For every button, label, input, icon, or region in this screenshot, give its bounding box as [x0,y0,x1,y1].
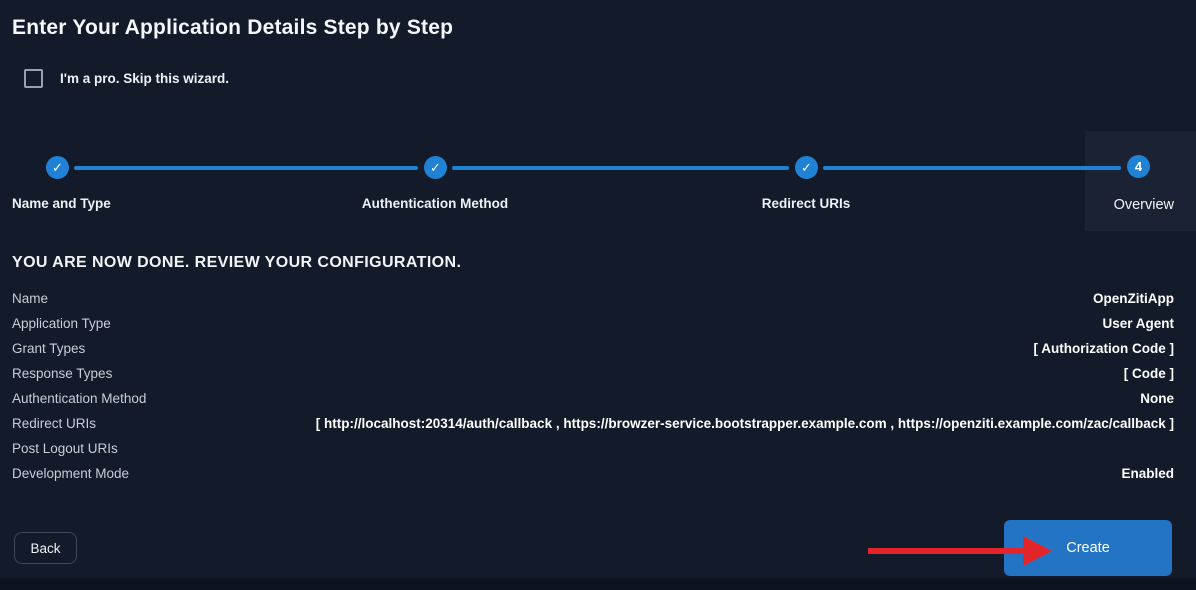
review-row-development-mode: Development Mode Enabled [0,461,1196,486]
skip-wizard-label: I'm a pro. Skip this wizard. [60,71,229,86]
row-value: OpenZitiApp [1093,291,1174,306]
review-row-post-logout-uris: Post Logout URIs [0,436,1196,461]
row-value: [ Code ] [1123,366,1174,381]
step-label-overview: Overview [1113,197,1174,213]
wizard-stepper: ✓ ✓ ✓ 4 Name and Type Authentication Met… [0,120,1196,232]
row-label: Redirect URIs [12,416,97,431]
row-label: Application Type [12,316,111,331]
step-number: 4 [1134,159,1143,174]
create-button[interactable]: Create [1004,520,1172,576]
row-value: None [1140,391,1174,406]
stepper-connector [74,166,418,170]
skip-wizard-checkbox[interactable] [24,69,43,88]
row-label: Name [12,291,49,306]
row-value: Enabled [1121,466,1174,481]
wizard-card: Enter Your Application Details Step by S… [0,16,1196,576]
step-label-authentication-method: Authentication Method [361,196,509,211]
review-heading: YOU ARE NOW DONE. REVIEW YOUR CONFIGURAT… [12,254,462,271]
row-value: [ http://localhost:20314/auth/callback ,… [315,416,1174,431]
review-row-redirect-uris: Redirect URIs [ http://localhost:20314/a… [0,411,1196,436]
row-label: Response Types [12,366,113,381]
step-1-circle[interactable]: ✓ [46,156,69,179]
check-icon: ✓ [801,160,812,175]
row-value: [ Authorization Code ] [1033,341,1174,356]
check-icon: ✓ [52,160,63,175]
row-label: Grant Types [12,341,86,356]
check-icon: ✓ [430,160,441,175]
step-2-circle[interactable]: ✓ [424,156,447,179]
review-row-name: Name OpenZitiApp [0,286,1196,311]
review-row-grant-types: Grant Types [ Authorization Code ] [0,336,1196,361]
stepper-connector [452,166,789,170]
step-3-circle[interactable]: ✓ [795,156,818,179]
row-label: Post Logout URIs [12,441,118,456]
row-label: Development Mode [12,466,130,481]
back-button[interactable]: Back [14,532,77,564]
step-label-redirect-uris: Redirect URIs [761,196,851,211]
skip-wizard-row: I'm a pro. Skip this wizard. [24,69,229,88]
page-title: Enter Your Application Details Step by S… [12,16,454,39]
review-row-response-types: Response Types [ Code ] [0,361,1196,386]
row-value: User Agent [1102,316,1174,331]
step-4-circle[interactable]: 4 [1127,155,1150,178]
stepper-connector [823,166,1121,170]
review-row-application-type: Application Type User Agent [0,311,1196,336]
arrow-shaft [868,548,1025,554]
step-label-name-and-type: Name and Type [12,196,111,211]
active-step-highlight [1085,131,1196,231]
review-row-authentication-method: Authentication Method None [0,386,1196,411]
review-config-list: Name OpenZitiApp Application Type User A… [0,286,1196,486]
row-label: Authentication Method [12,391,147,406]
